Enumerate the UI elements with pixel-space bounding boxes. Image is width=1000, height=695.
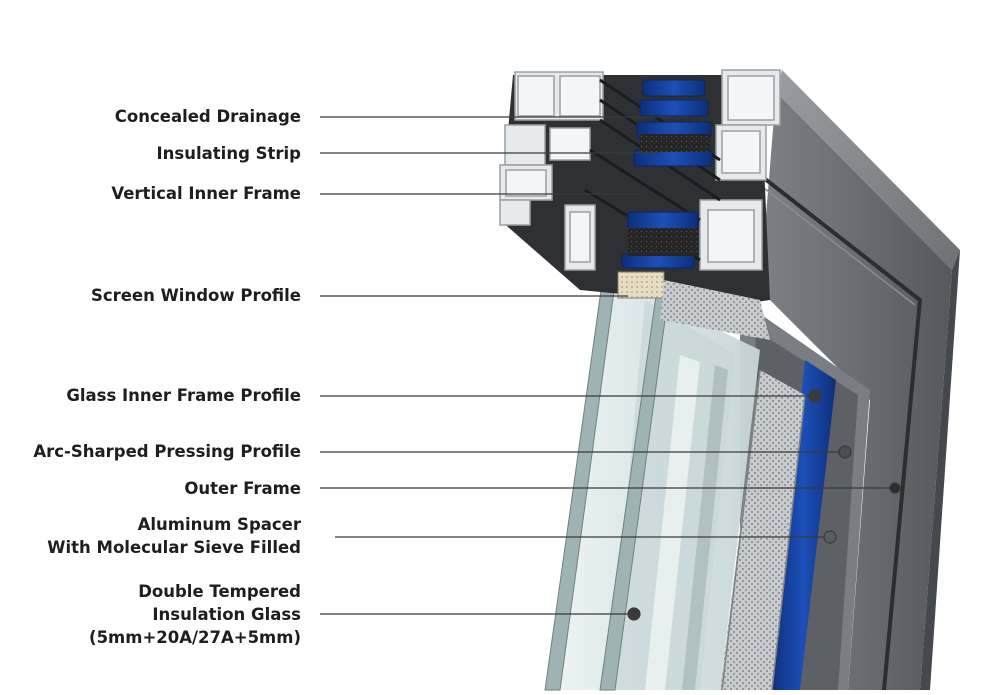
label-line: Aluminum Spacer xyxy=(137,515,301,534)
label-insulating-strip: Insulating Strip xyxy=(157,142,301,165)
label-aluminum-spacer: Aluminum Spacer With Molecular Sieve Fil… xyxy=(47,513,301,559)
label-line: (5mm+20A/27A+5mm) xyxy=(89,628,301,647)
dot-glass-inner-frame xyxy=(808,389,822,403)
dot-aluminum-spacer xyxy=(823,530,837,544)
label-line: Insulation Glass xyxy=(152,605,301,624)
dot-arc-sharped-pressing xyxy=(838,445,852,459)
label-arc-sharped-pressing-profile: Arc-Sharped Pressing Profile xyxy=(33,440,301,463)
label-line: Vertical Inner Frame xyxy=(111,184,301,203)
dot-insulation-glass xyxy=(627,607,641,621)
leader-lines xyxy=(320,116,901,621)
label-line: Arc-Sharped Pressing Profile xyxy=(33,442,301,461)
label-line: Glass Inner Frame Profile xyxy=(66,386,301,405)
label-double-tempered-insulation-glass: Double Tempered Insulation Glass (5mm+20… xyxy=(89,580,301,649)
dot-outer-frame xyxy=(889,482,901,494)
label-line: Outer Frame xyxy=(184,479,301,498)
label-concealed-drainage: Concealed Drainage xyxy=(115,105,301,128)
label-line: Double Tempered xyxy=(138,582,301,601)
label-vertical-inner-frame: Vertical Inner Frame xyxy=(111,182,301,205)
label-line: Screen Window Profile xyxy=(90,286,301,305)
label-line: With Molecular Sieve Filled xyxy=(47,538,301,557)
insulation-glass xyxy=(544,261,760,691)
label-line: Insulating Strip xyxy=(156,144,301,163)
sash-body xyxy=(720,300,870,691)
label-outer-frame: Outer Frame xyxy=(184,477,301,500)
profile-cross-section xyxy=(499,69,781,340)
label-screen-window-profile: Screen Window Profile xyxy=(91,284,301,307)
outer-frame-body xyxy=(758,70,960,691)
label-glass-inner-frame-profile: Glass Inner Frame Profile xyxy=(66,384,301,407)
label-line: Concealed Drainage xyxy=(114,107,301,126)
